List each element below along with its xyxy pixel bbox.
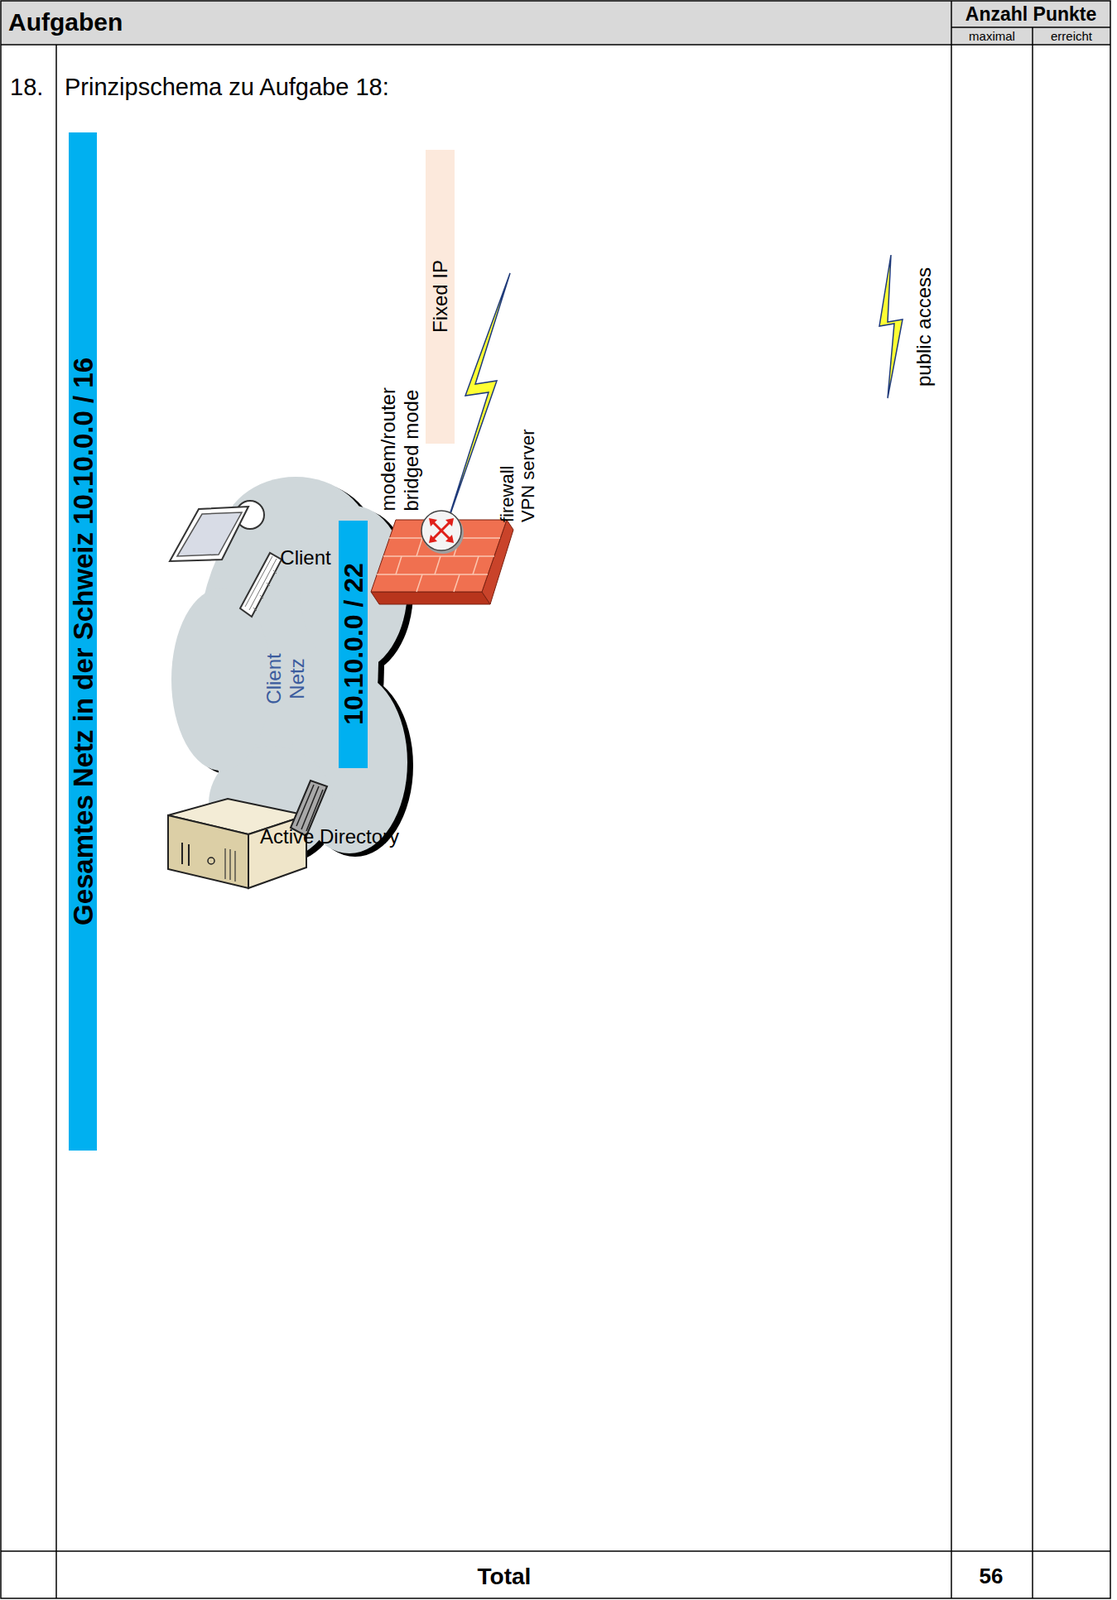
node-text: firewall VPN server (496, 426, 540, 523)
node-text: Client (279, 546, 331, 570)
node-text: modem/router bridged mode (376, 366, 423, 512)
column-header: maximal (968, 28, 1016, 44)
task-number: 18. (9, 73, 44, 102)
header-points: Anzahl Punkte (965, 3, 1097, 25)
node-text: Active Directory (259, 825, 400, 849)
node-text: Client Netz (262, 645, 309, 713)
node-text: 10.10.0.0 / 22 (340, 563, 367, 726)
total-label: Total (477, 1564, 532, 1591)
network-cloud: Client Netz 10.10.0.0 / 22 ClientActive Di… (163, 464, 419, 868)
network-band: Gesamtes Netz in der Schweiz 10.10.0.0 /… (68, 132, 97, 1151)
subnet-band: 10.10.0.0 / 22 (338, 520, 368, 769)
firewall-node: modem/router bridged modefirewall VPN se… (364, 372, 547, 609)
column-header: erreicht (1050, 28, 1093, 44)
ip-band: Fixed IP (425, 149, 455, 444)
total-points: 56 (979, 1564, 1004, 1590)
node-text: Gesamtes Netz in der Schweiz 10.10.0.0 /… (69, 357, 97, 926)
server-node: Active Directory (165, 778, 406, 895)
client-node: Client (165, 496, 340, 622)
legend-text: public access (912, 267, 936, 387)
header-title: Aufgaben (8, 8, 123, 38)
task-title: Prinzipschema zu Aufgabe 18: (64, 73, 390, 102)
node-text: Fixed IP (430, 259, 451, 333)
